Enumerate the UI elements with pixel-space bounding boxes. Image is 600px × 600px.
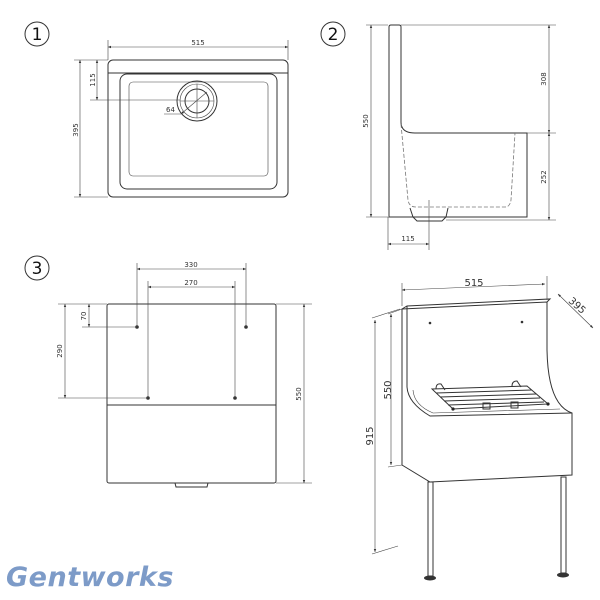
drain-offset-label: 115 [401, 235, 414, 243]
rear-outline [106, 303, 277, 484]
view-number-badge [24, 21, 50, 47]
view-2-side-elevation: 2 550 308 252 115 [320, 21, 556, 250]
side-profile [388, 24, 528, 218]
view-number: 1 [32, 25, 43, 45]
width-label: 515 [191, 39, 204, 47]
sink-outline [107, 59, 289, 198]
view-number-badge [320, 21, 346, 47]
bowl-outline [119, 73, 278, 190]
view-number-badge [24, 255, 50, 281]
bowl-height-label: 252 [540, 170, 548, 183]
depth-label: 395 [72, 123, 80, 136]
iso-depth-label: 395 [566, 296, 588, 317]
iso-width-label: 515 [464, 278, 483, 289]
view-number: 2 [328, 25, 339, 45]
view-4-isometric: 515 395 550 915 [365, 276, 594, 581]
view-number: 3 [32, 259, 43, 279]
height-label: 550 [295, 387, 303, 400]
leg-icons [424, 476, 569, 581]
lower-fixing-drop-label: 290 [56, 344, 64, 357]
sink-body [401, 301, 573, 483]
drain-diameter-label: 64 [166, 106, 175, 114]
upper-fixing-drop-label: 70 [80, 312, 88, 321]
outer-fixing-label: 330 [184, 261, 197, 269]
iso-height-label: 550 [383, 380, 394, 399]
brand-logo: Gentworks [6, 562, 174, 593]
drain-icon [164, 80, 218, 122]
inner-fixing-label: 270 [184, 279, 197, 287]
height-label: 550 [362, 114, 370, 127]
fixing-hole-icons [135, 325, 248, 400]
view-3-rear-elevation: 3 330 270 70 290 550 [24, 255, 312, 488]
upstand-label: 308 [540, 72, 548, 85]
iso-overall-height-label: 915 [365, 426, 376, 445]
drain-offset-label: 115 [89, 73, 97, 86]
view-1-top-plan: 1 64 515 395 115 [24, 21, 289, 198]
grate-icon [430, 380, 550, 411]
